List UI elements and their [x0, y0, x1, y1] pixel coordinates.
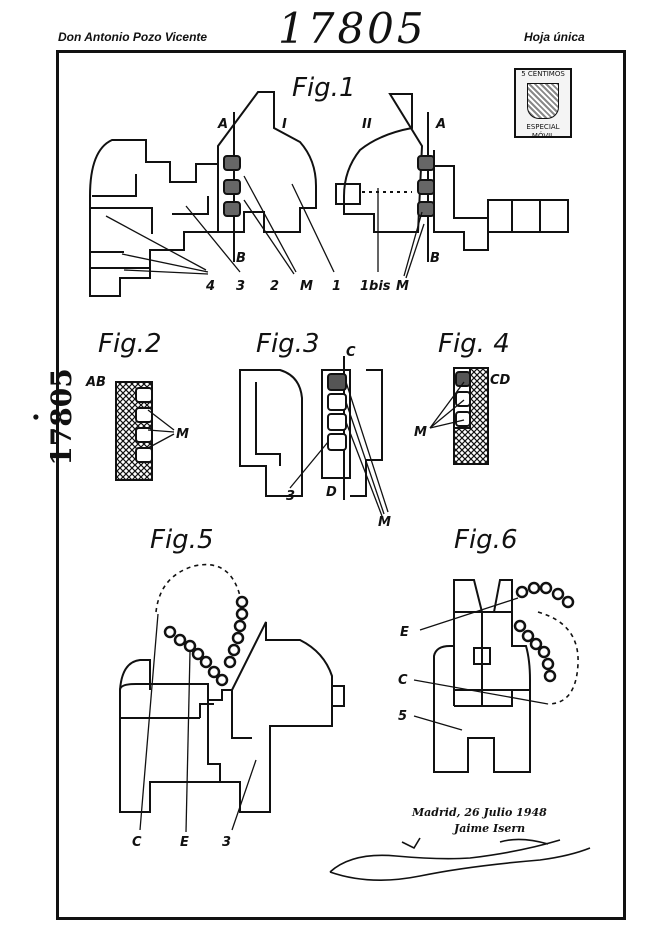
svg-text:M: M — [414, 425, 427, 440]
svg-text:M: M — [300, 279, 313, 294]
fig5-drawing — [119, 563, 345, 833]
svg-text:E: E — [400, 625, 409, 640]
svg-text:B: B — [236, 251, 246, 266]
fig3-title: Fig.3 — [256, 329, 320, 359]
signature-name: Jaime Isern — [454, 822, 526, 835]
fig2-drawing — [115, 381, 175, 481]
fig3-labels: C D 3 M — [286, 345, 391, 530]
fig2-labels: AB M — [85, 375, 189, 442]
fig4-drawing — [429, 367, 489, 465]
svg-text:CD: CD — [490, 373, 511, 388]
svg-text:M: M — [176, 427, 189, 442]
signature-flourish — [329, 837, 591, 881]
svg-text:E: E — [180, 835, 189, 850]
svg-text:5: 5 — [398, 709, 407, 724]
fig4-title: Fig. 4 — [438, 329, 510, 359]
fig6-title: Fig.6 — [454, 525, 518, 555]
fig1-right-assembly — [335, 93, 569, 262]
coat-of-arms-icon — [527, 83, 559, 119]
svg-text:I: I — [282, 117, 287, 132]
svg-text:AB: AB — [85, 375, 106, 390]
revenue-stamp: 5 CÉNTIMOS ESPECIAL MÓVIL — [514, 68, 572, 140]
signature-place-date: Madrid, 26 Julio 1948 — [412, 806, 547, 819]
drawing-frame — [56, 50, 626, 920]
fig1-left-assembly — [89, 91, 317, 297]
svg-text:3: 3 — [222, 835, 231, 850]
svg-text:3: 3 — [286, 489, 295, 504]
svg-text:2: 2 — [270, 279, 279, 294]
svg-text:4: 4 — [205, 279, 215, 294]
fig1-leader-lines — [105, 175, 425, 279]
fig1-title: Fig.1 — [292, 73, 356, 103]
stamp-top-text: 5 CÉNTIMOS — [521, 70, 565, 78]
svg-text:3: 3 — [236, 279, 245, 294]
svg-text:1: 1 — [332, 279, 341, 294]
sheet-label: Hoja única — [524, 30, 585, 44]
svg-text:A: A — [435, 117, 446, 132]
svg-text:M: M — [396, 279, 409, 294]
author-name: Don Antonio Pozo Vicente — [58, 30, 208, 44]
fig5-labels: C E 3 — [132, 835, 231, 850]
fig5-title: Fig.5 — [150, 525, 214, 555]
fig2-title: Fig.2 — [98, 329, 162, 359]
fig4-labels: CD M — [414, 373, 511, 440]
fig6-labels: E C 5 — [398, 625, 409, 724]
svg-text:C: C — [346, 345, 356, 360]
patent-number: 17805 — [278, 4, 427, 53]
fig3-drawing — [239, 356, 389, 517]
svg-text:B: B — [430, 251, 440, 266]
svg-text:M: M — [378, 515, 391, 530]
fig6-drawing — [413, 579, 579, 773]
svg-text:II: II — [362, 117, 372, 132]
svg-text:C: C — [132, 835, 142, 850]
svg-text:1bis: 1bis — [360, 279, 391, 294]
fig1-labels: A I II A B B 4 3 2 M 1 1bis M — [205, 117, 446, 294]
svg-text:A: A — [217, 117, 228, 132]
stamp-bottom-text: ESPECIAL MÓVIL — [526, 123, 560, 140]
svg-text:C: C — [398, 673, 408, 688]
svg-text:D: D — [326, 485, 337, 500]
